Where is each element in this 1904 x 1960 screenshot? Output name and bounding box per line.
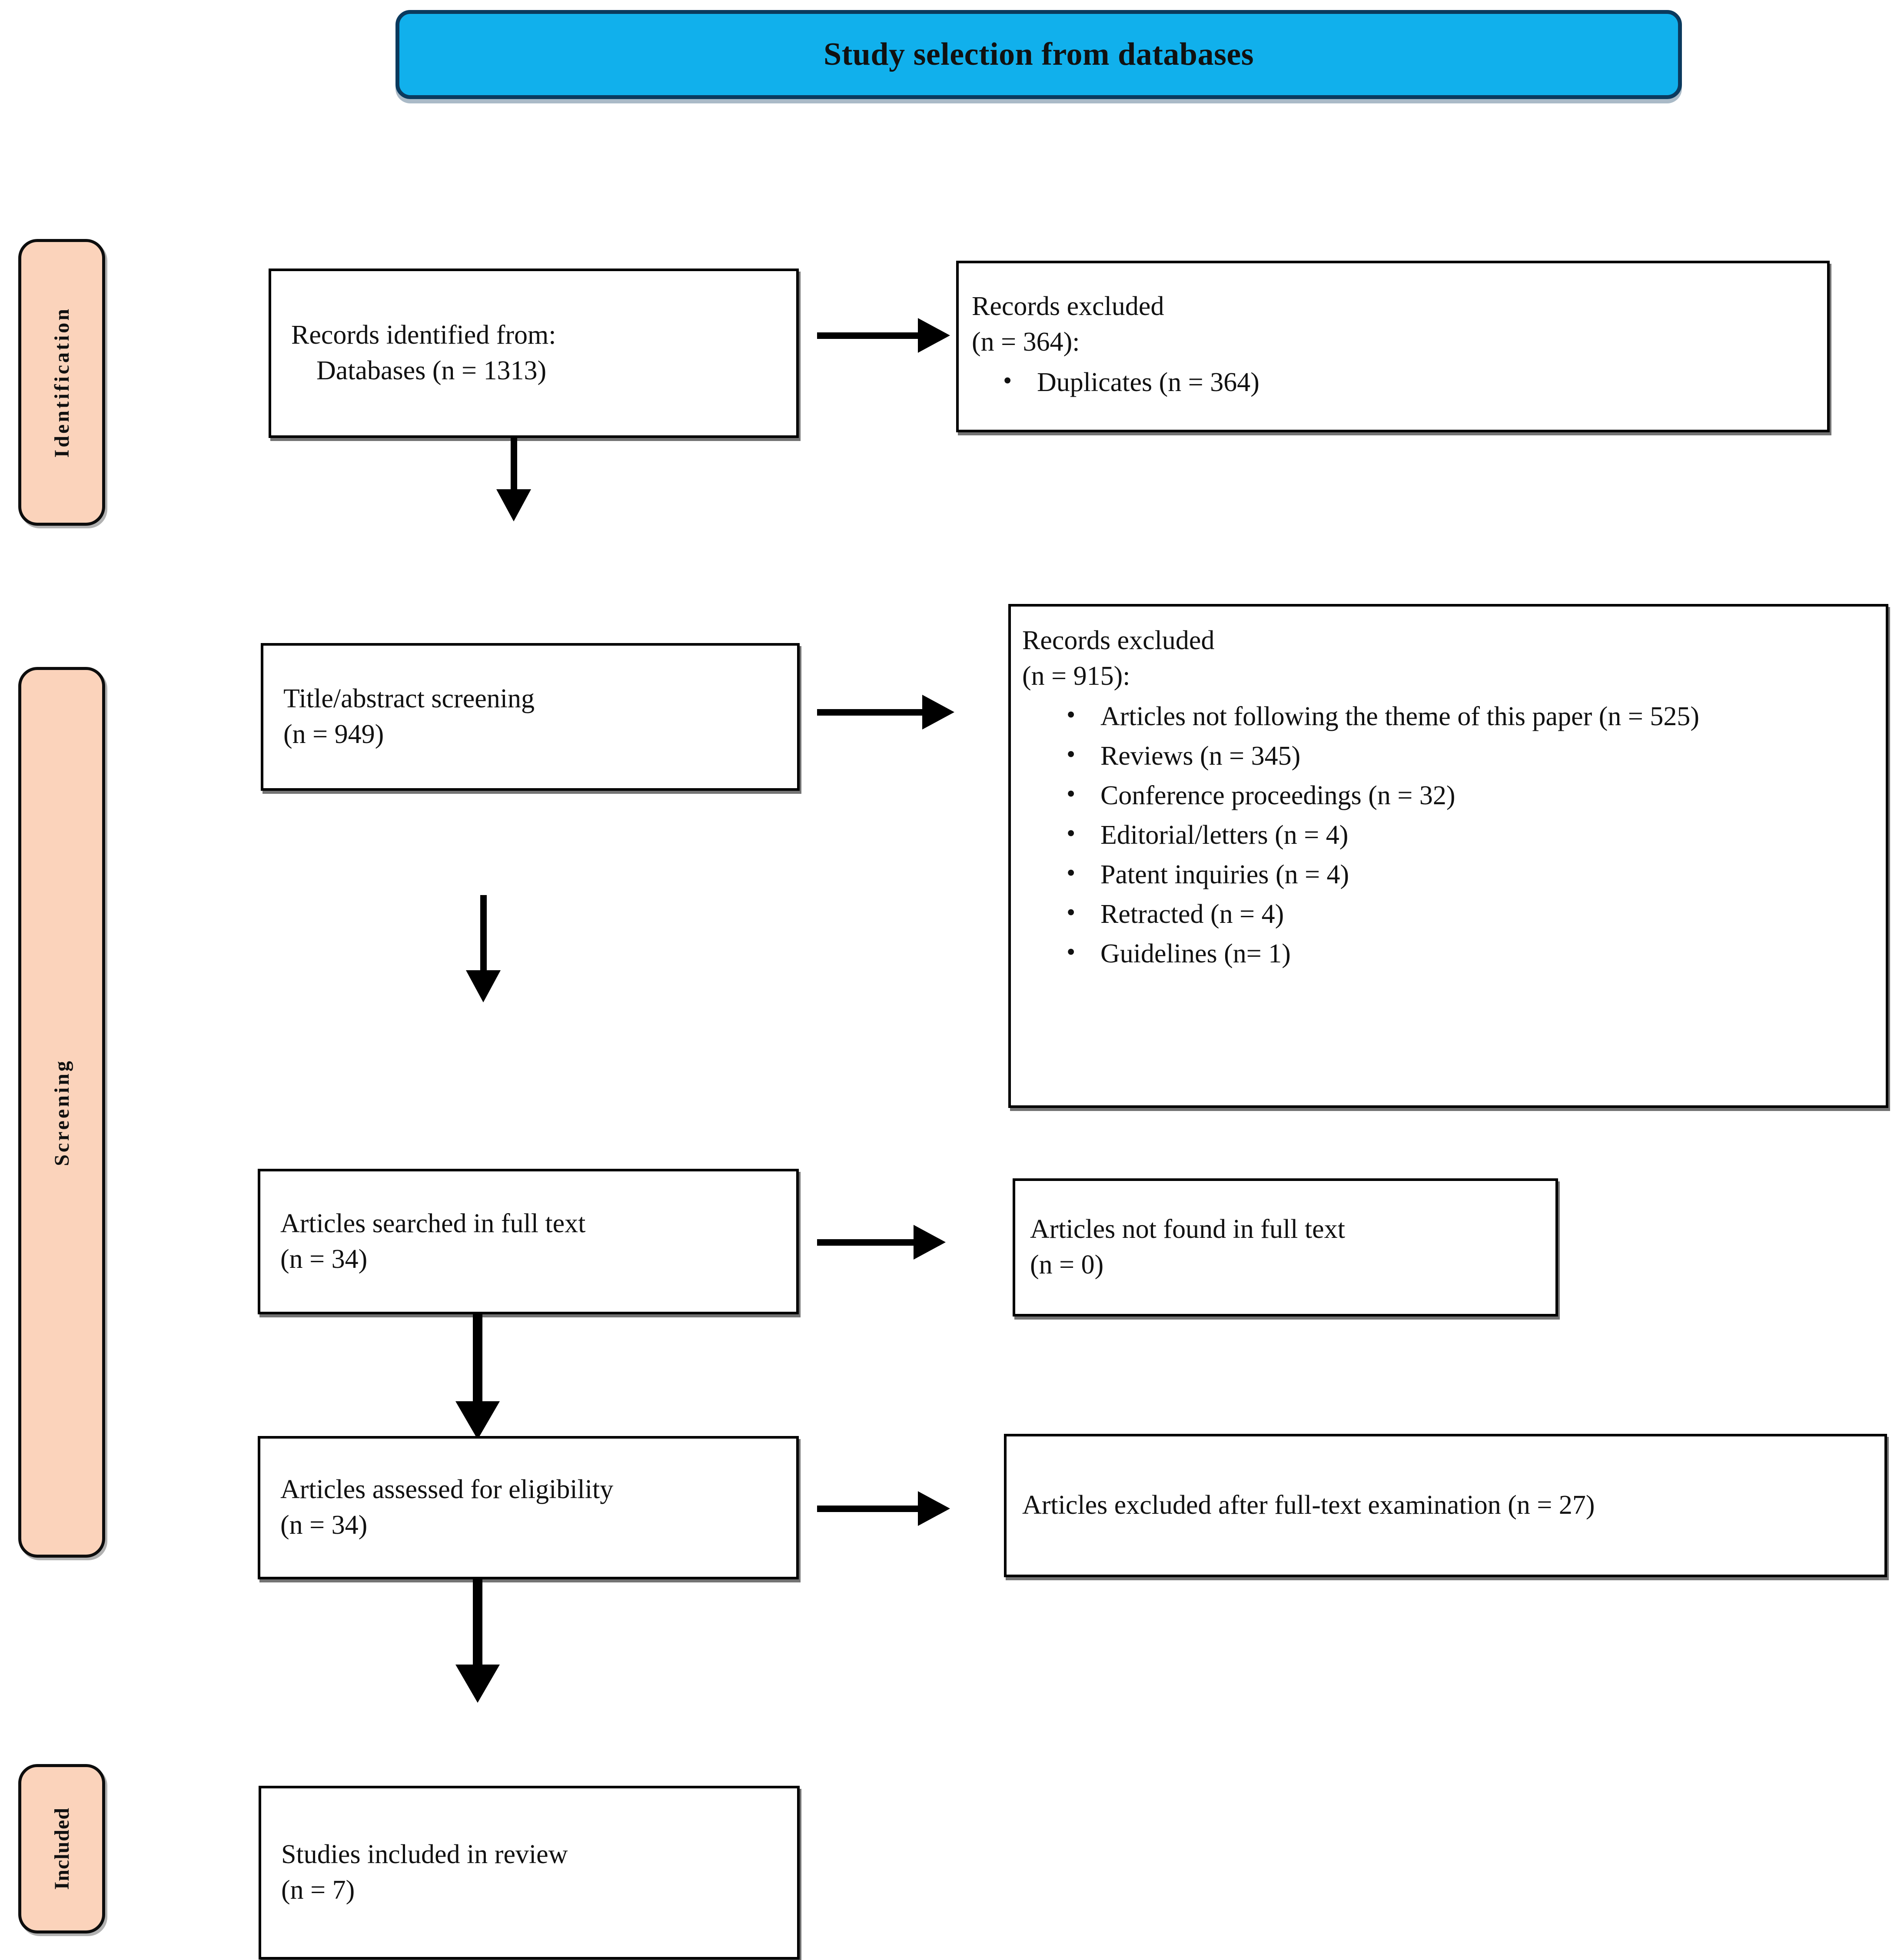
node-articles-excluded-fulltext: Articles excluded after full-text examin… — [1004, 1434, 1887, 1577]
stage-screening-label: Screening — [50, 1058, 73, 1166]
records-excluded-dup-line2: (n = 364): — [972, 327, 1080, 357]
node-articles-not-found-fulltext: Articles not found in full text (n = 0) — [1013, 1178, 1558, 1317]
list-item: Patent inquiries (n = 4) — [1067, 856, 1876, 893]
node-records-excluded-screening: Records excluded (n = 915): Articles not… — [1008, 604, 1888, 1108]
title-abstract-line1: Title/abstract screening — [283, 684, 535, 714]
stage-included-label: Included — [50, 1807, 73, 1890]
fulltext-notfound-line2: (n = 0) — [1030, 1250, 1104, 1280]
node-articles-assessed-eligibility: Articles assessed for eligibility (n = 3… — [258, 1436, 799, 1579]
fulltext-searched-line2: (n = 34) — [280, 1244, 368, 1274]
included-line1: Studies included in review — [281, 1840, 568, 1870]
list-item: Retracted (n = 4) — [1067, 895, 1876, 932]
records-excluded-screening-line2: (n = 915): — [1022, 661, 1130, 691]
included-line2: (n = 7) — [281, 1875, 355, 1905]
records-excluded-dup-bullets: Duplicates (n = 364) — [972, 364, 1814, 401]
title-abstract-line2: (n = 949) — [283, 720, 384, 749]
records-identified-line2: Databases (n = 1313) — [316, 356, 547, 385]
list-item: Articles not following the theme of this… — [1067, 698, 1876, 735]
banner-title: Study selection from databases — [823, 36, 1254, 72]
node-records-identified: Records identified from: Databases (n = … — [269, 269, 799, 438]
node-title-abstract-screening: Title/abstract screening (n = 949) — [261, 643, 800, 791]
node-studies-included: Studies included in review (n = 7) — [259, 1786, 800, 1960]
eligibility-line1: Articles assessed for eligibility — [280, 1475, 614, 1505]
records-identified-line1: Records identified from: — [291, 320, 556, 350]
excluded-fulltext-line1: Articles excluded after full-text examin… — [1022, 1490, 1595, 1520]
list-item: Reviews (n = 345) — [1067, 737, 1876, 774]
list-item: Conference proceedings (n = 32) — [1067, 777, 1876, 814]
list-item: Guidelines (n= 1) — [1067, 935, 1876, 972]
stage-identification: Identification — [18, 239, 105, 526]
fulltext-searched-line1: Articles searched in full text — [280, 1208, 586, 1238]
stage-included: Included — [18, 1764, 105, 1933]
list-item: Duplicates (n = 364) — [1003, 364, 1814, 401]
list-item: Editorial/letters (n = 4) — [1067, 816, 1876, 853]
eligibility-line2: (n = 34) — [280, 1510, 368, 1540]
records-excluded-screening-bullets: Articles not following the theme of this… — [1022, 698, 1876, 972]
fulltext-notfound-line1: Articles not found in full text — [1030, 1214, 1345, 1244]
banner-study-selection: Study selection from databases — [395, 10, 1682, 99]
node-articles-searched-fulltext: Articles searched in full text (n = 34) — [258, 1169, 799, 1314]
stage-identification-label: Identification — [50, 307, 73, 458]
node-records-excluded-duplicates: Records excluded (n = 364): Duplicates (… — [956, 261, 1830, 432]
records-excluded-screening-line1: Records excluded — [1022, 626, 1215, 655]
stage-screening: Screening — [18, 667, 105, 1558]
records-excluded-dup-line1: Records excluded — [972, 292, 1164, 322]
